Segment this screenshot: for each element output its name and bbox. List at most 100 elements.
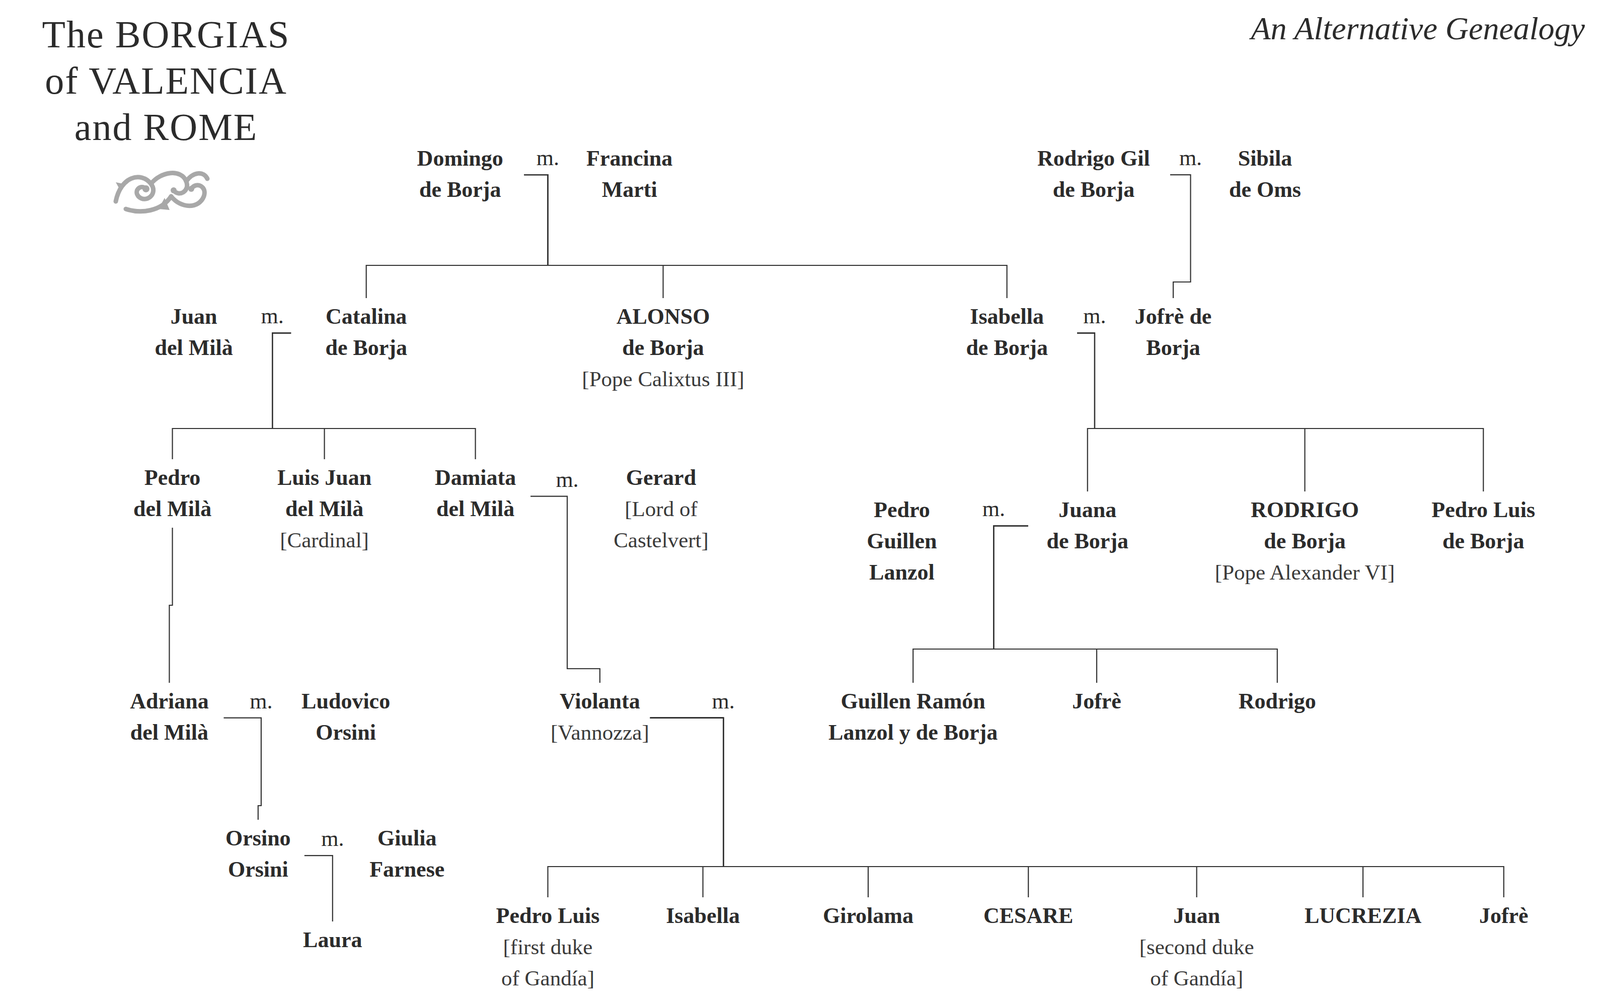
person-entry: Ludovico Orsini [284,685,407,748]
person-name: Girolama [822,899,914,932]
person-name: Luis Juan del Milà [262,462,387,525]
person-note: [Pope Calixtus III] [581,363,744,395]
person-entry: Pedro Guillen Lanzol [851,494,953,588]
person-entry: Gerard[Lord of Castelvert] [600,462,722,556]
person-entry: Pedro Luis de Borja [1412,494,1555,557]
person-name: Jofrè [1479,899,1529,932]
person-name: Rodrigo [1238,685,1317,717]
person-entry: Rodrigo Gil de Borja [1018,142,1170,206]
person-entry: Jofrè de Borja [1117,300,1229,364]
subtitle: An Alternative Genealogy [1251,11,1586,47]
person-name: Guillen Ramón Lanzol y de Borja [816,685,1011,748]
person-entry: Adriana del Milà [115,685,223,748]
person-name: Francina Marti [571,142,688,206]
person-entry: Violanta[Vannozza] [550,685,650,748]
person-name: Damiata del Milà [421,462,530,525]
person-name: Adriana del Milà [115,685,223,748]
person-name: Rodrigo Gil de Borja [1018,142,1170,206]
marriage-mark: m. [1179,145,1202,171]
person-entry: Domingo de Borja [397,142,523,206]
person-entry: LUCREZIA [1304,899,1422,932]
person-name: Jofrè [1072,685,1122,717]
person-name: Pedro del Milà [112,462,234,525]
person-name: Violanta [559,685,641,717]
person-note: [first duke of Gandía] [488,931,607,994]
descent-line [1170,174,1191,298]
ornament [110,161,212,219]
person-name: Sibila de Oms [1214,142,1316,206]
person-name: Ludovico Orsini [284,685,407,748]
person-entry: Rodrigo [1238,685,1317,717]
descent-line [650,717,1363,897]
person-entry: Francina Marti [571,142,688,206]
person-name: ALONSO de Borja [601,300,725,364]
person-entry: Sibila de Oms [1214,142,1316,206]
person-entry: Pedro del Milà [112,462,234,525]
person-name: Jofrè de Borja [1117,300,1229,364]
descent-line [1077,332,1484,492]
marriage-mark: m. [261,303,284,329]
diagram-title: The BORGIAS of VALENCIA and ROME [5,11,328,150]
marriage-mark: m. [712,688,735,714]
descent-line [304,855,333,922]
person-name: Juan [1173,899,1221,932]
person-name: Giulia Farnese [356,822,458,885]
descent-line [530,496,600,683]
person-entry: Juan del Milà [139,300,249,364]
person-entry: Pedro Luis[first duke of Gandía] [488,899,607,994]
person-note: [Vannozza] [550,716,650,748]
person-name: Isabella de Borja [937,300,1077,364]
descent-line [650,717,724,897]
person-name: RODRIGO de Borja [1234,494,1377,557]
descent-line [993,525,1278,683]
marriage-mark: m. [321,825,344,852]
person-note: [Lord of Castelvert] [600,493,722,556]
person-name: Orsino Orsini [212,822,304,885]
person-name: Domingo de Borja [397,142,523,206]
person-entry: Damiata del Milà [421,462,530,525]
person-entry: Girolama [822,899,914,932]
descent-line [223,717,261,820]
descent-line [650,717,1197,897]
person-entry: Isabella [665,899,740,932]
person-entry: Jofrè [1072,685,1122,717]
person-name: CESARE [983,899,1074,932]
person-name: Pedro Luis de Borja [1412,494,1555,557]
person-name: Isabella [665,899,740,932]
person-note: [Pope Alexander VI] [1214,556,1395,588]
person-note: [second duke of Gandía] [1124,931,1269,994]
descent-line [1077,332,1095,492]
person-entry: RODRIGO de Borja[Pope Alexander VI] [1214,494,1395,588]
person-name: Pedro Guillen Lanzol [851,494,953,588]
descent-line [650,717,1029,897]
person-entry: Giulia Farnese [356,822,458,885]
person-entry: Guillen Ramón Lanzol y de Borja [816,685,1011,748]
descent-line [272,332,325,460]
person-entry: Orsino Orsini [212,822,304,885]
person-name: LUCREZIA [1304,899,1422,932]
person-entry: Isabella de Borja [937,300,1077,364]
person-name: Laura [302,924,362,956]
descent-line [650,717,869,897]
person-entry: CESARE [983,899,1074,932]
person-entry: Juan[second duke of Gandía] [1124,899,1269,994]
descent-line [650,717,1504,897]
person-note: [Cardinal] [279,524,369,556]
person-entry: Juana de Borja [1029,494,1147,557]
descent-line [169,527,173,683]
person-entry: Jofrè [1479,899,1529,932]
marriage-mark: m. [982,496,1006,522]
person-name: Juana de Borja [1029,494,1147,557]
person-name: Pedro Luis [496,899,600,932]
person-entry: Catalina de Borja [291,300,441,364]
person-entry: Laura [302,924,362,956]
person-name: Catalina de Borja [291,300,441,364]
marriage-mark: m. [249,688,273,714]
person-name: Gerard [626,462,697,494]
descent-line [547,717,724,897]
person-name: Juan del Milà [139,300,249,364]
person-entry: ALONSO de Borja[Pope Calixtus III] [581,300,744,395]
descent-line [523,174,1007,298]
marriage-mark: m. [1083,303,1106,329]
person-entry: Luis Juan del Milà[Cardinal] [262,462,387,556]
